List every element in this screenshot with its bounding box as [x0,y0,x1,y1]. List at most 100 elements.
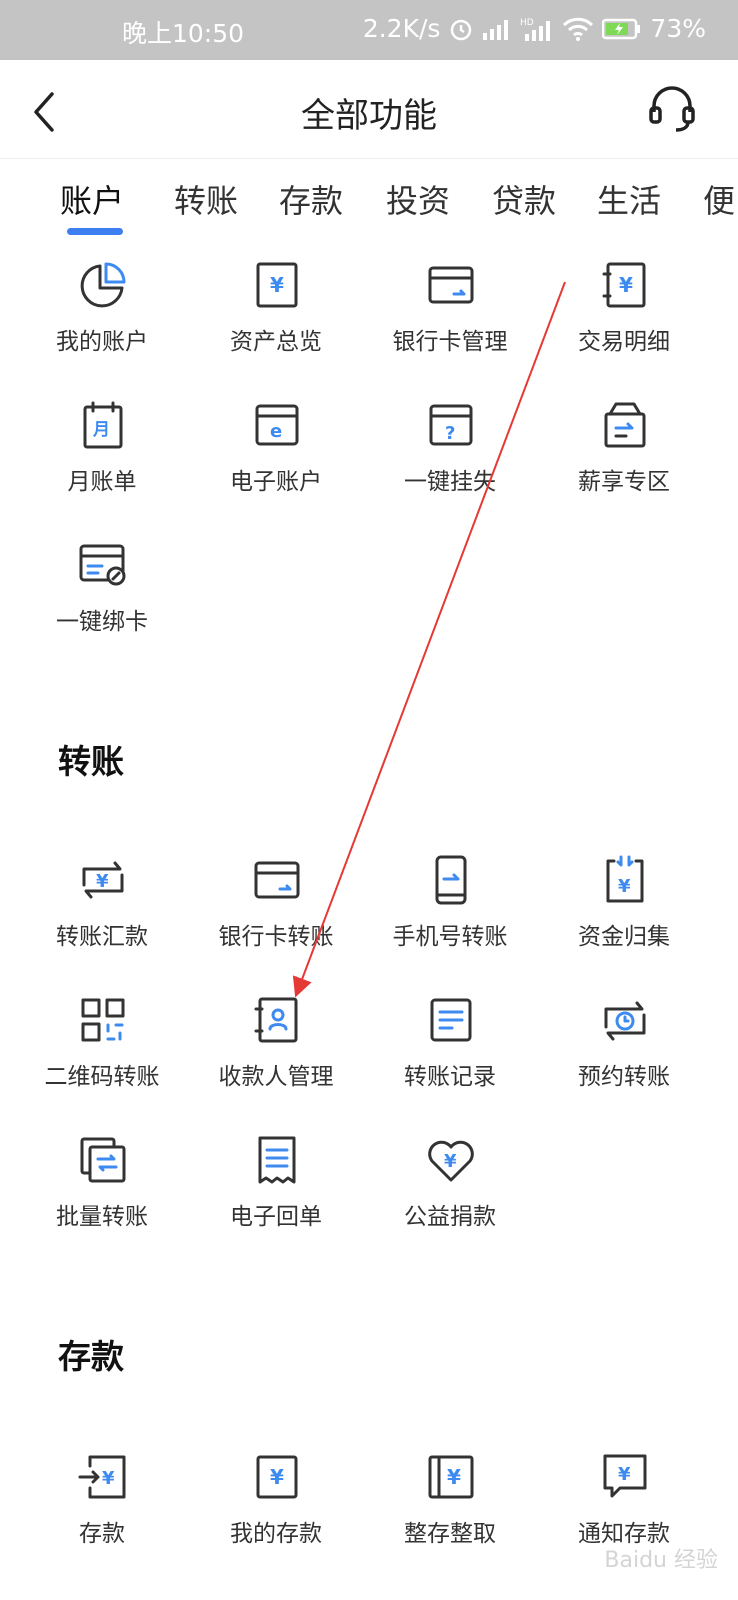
item-label: 月账单 [67,469,137,495]
fixed-deposit-icon: ¥ [428,1455,474,1499]
svg-text:¥: ¥ [270,273,284,297]
e-receipt-item[interactable]: 电子回单 [184,1135,368,1265]
deposit-item[interactable]: ¥ 存款 [10,1452,194,1582]
svg-text:¥: ¥ [270,1465,284,1489]
item-label: 手机号转账 [392,924,508,950]
svg-text:e: e [270,421,282,442]
tab-account[interactable]: 账户 [60,182,125,220]
battery-icon [602,18,641,39]
battery-percent: 73% [650,14,706,43]
charity-donation-item[interactable]: ¥ 公益捐款 [358,1135,542,1265]
fund-collect-item[interactable]: ¥ 资金归集 [532,855,716,985]
phone-transfer-icon [435,855,467,905]
bank-card-icon [428,266,474,304]
hd-signal-icon: HD [520,18,551,41]
svg-text:¥: ¥ [102,1468,115,1489]
item-label: 我的账户 [56,329,148,355]
card-transfer-icon [254,861,300,899]
e-account-item[interactable]: e 电子账户 [184,400,368,530]
calendar-icon: 月 [83,401,123,449]
fixed-deposit-item[interactable]: ¥ 整存整取 [358,1452,542,1582]
svg-text:¥: ¥ [447,1465,461,1489]
item-label: 通知存款 [578,1521,670,1547]
item-label: 一键绑卡 [56,609,148,635]
deposit-in-icon: ¥ [78,1455,126,1499]
headset-icon[interactable] [646,84,698,136]
transfer-yuan-icon: ¥ [82,861,124,899]
section-title-transfer: 转账 [58,742,124,781]
e-card-icon: e [255,404,299,446]
tab-convenience[interactable]: 便 [703,182,736,220]
phone-transfer-item[interactable]: 手机号转账 [358,855,542,985]
card-transfer-item[interactable]: 银行卡转账 [184,855,368,985]
alarm-icon [451,19,472,40]
item-label: 存款 [79,1521,125,1547]
my-deposit-item[interactable]: ¥ 我的存款 [184,1452,368,1582]
item-label: 薪享专区 [578,469,670,495]
tab-loan[interactable]: 贷款 [492,182,557,220]
transfer-remit-item[interactable]: ¥ 转账汇款 [10,855,194,985]
record-list-icon [430,998,472,1042]
item-label: 预约转账 [578,1064,670,1090]
fund-collect-icon: ¥ [606,855,644,903]
salary-box-icon [604,402,646,448]
monthly-bill-item[interactable]: 月 月账单 [10,400,194,530]
notice-deposit-item[interactable]: ¥ 通知存款 [532,1452,716,1582]
svg-text:¥: ¥ [619,273,633,297]
item-label: 收款人管理 [218,1064,334,1090]
category-tabs: 账户 转账 存款 投资 贷款 生活 便 [0,158,738,240]
svg-text:?: ? [445,423,455,444]
transaction-book-icon: ¥ [602,262,646,308]
item-label: 资产总览 [230,329,322,355]
salary-zone-item[interactable]: 薪享专区 [532,400,716,530]
header: 全部功能 [0,60,738,159]
item-label: 一键挂失 [404,469,496,495]
tab-transfer[interactable]: 转账 [174,182,239,220]
item-label: 二维码转账 [44,1064,160,1090]
item-label: 转账汇款 [56,924,148,950]
item-label: 银行卡转账 [218,924,334,950]
item-label: 资金归集 [578,924,670,950]
bind-card-icon [79,544,126,586]
tab-investment[interactable]: 投资 [386,182,451,220]
status-right: 2.2K/s HD 73% [363,14,706,43]
qr-transfer-item[interactable]: 二维码转账 [10,995,194,1125]
batch-transfer-icon [80,1137,126,1183]
bind-card-item[interactable]: 一键绑卡 [10,540,194,670]
asset-overview-item[interactable]: ¥ 资产总览 [184,260,368,390]
payee-book-icon [254,997,298,1043]
my-deposit-icon: ¥ [256,1455,298,1499]
active-tab-indicator [67,228,123,235]
svg-text:¥: ¥ [96,871,109,892]
svg-text:¥: ¥ [444,1151,457,1172]
report-loss-item[interactable]: ? 一键挂失 [358,400,542,530]
item-label: 转账记录 [404,1064,496,1090]
transaction-detail-item[interactable]: ¥ 交易明细 [532,260,716,390]
bank-card-manage-item[interactable]: 银行卡管理 [358,260,542,390]
receipt-icon [258,1136,296,1184]
notice-deposit-icon: ¥ [603,1454,647,1498]
batch-transfer-item[interactable]: 批量转账 [10,1135,194,1265]
payee-manage-item[interactable]: 收款人管理 [184,995,368,1125]
page-title: 全部功能 [301,96,437,136]
network-speed: 2.2K/s [362,14,441,43]
scheduled-transfer-item[interactable]: 预约转账 [532,995,716,1125]
status-time: 晚上10:50 [122,19,245,48]
section-title-deposit: 存款 [58,1337,124,1376]
pie-chart-icon [80,262,126,308]
scheduled-transfer-icon [604,1001,646,1041]
back-button[interactable] [24,90,64,134]
item-label: 公益捐款 [404,1204,496,1230]
hd-label: HD [520,18,534,28]
report-loss-icon: ? [429,404,473,446]
yuan-document-icon: ¥ [256,262,298,308]
svg-text:月: 月 [92,420,110,440]
watermark: Baidu 经验 [604,1548,718,1573]
my-account-item[interactable]: 我的账户 [10,260,194,390]
tab-deposit[interactable]: 存款 [279,182,344,220]
transfer-record-item[interactable]: 转账记录 [358,995,542,1125]
item-label: 电子回单 [230,1204,322,1230]
tab-life[interactable]: 生活 [597,182,662,220]
item-label: 我的存款 [230,1521,322,1547]
item-label: 电子账户 [230,469,322,495]
